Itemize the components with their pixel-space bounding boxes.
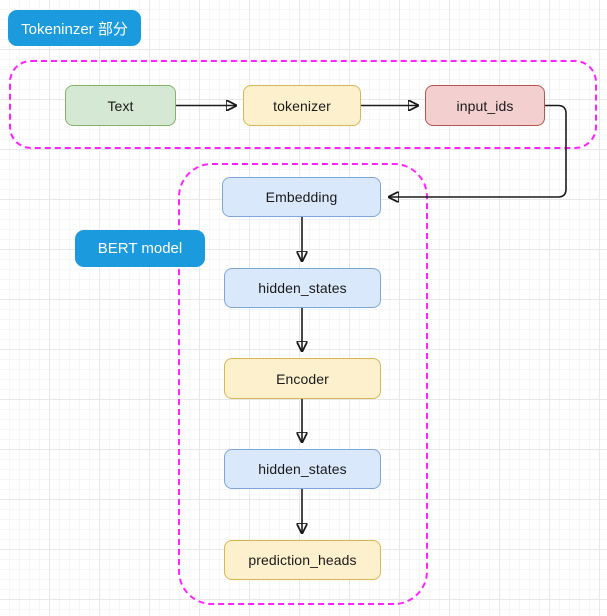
node-text[interactable]: Text	[65, 85, 176, 126]
node-prediction-heads-label: prediction_heads	[248, 552, 357, 568]
node-encoder[interactable]: Encoder	[224, 358, 381, 399]
node-input-ids[interactable]: input_ids	[425, 85, 545, 126]
node-hidden-states-2-label: hidden_states	[258, 461, 347, 477]
badge-bert-model[interactable]: BERT model	[75, 230, 205, 267]
node-hidden-states-2[interactable]: hidden_states	[224, 449, 381, 489]
node-text-label: Text	[107, 97, 134, 114]
node-embedding[interactable]: Embedding	[222, 177, 381, 217]
node-prediction-heads[interactable]: prediction_heads	[224, 540, 381, 580]
node-encoder-label: Encoder	[276, 370, 329, 387]
node-hidden-states-1[interactable]: hidden_states	[224, 268, 381, 308]
node-input-ids-label: input_ids	[456, 97, 514, 114]
node-tokenizer-label: tokenizer	[273, 97, 331, 114]
node-embedding-label: Embedding	[265, 189, 338, 205]
node-hidden-states-1-label: hidden_states	[258, 280, 347, 296]
node-tokenizer[interactable]: tokenizer	[243, 85, 361, 126]
badge-bert-model-label: BERT model	[97, 240, 183, 257]
badge-tokenizer-section-label: Tokeninzer 部分	[21, 20, 128, 38]
badge-tokenizer-section[interactable]: Tokeninzer 部分	[8, 10, 141, 46]
